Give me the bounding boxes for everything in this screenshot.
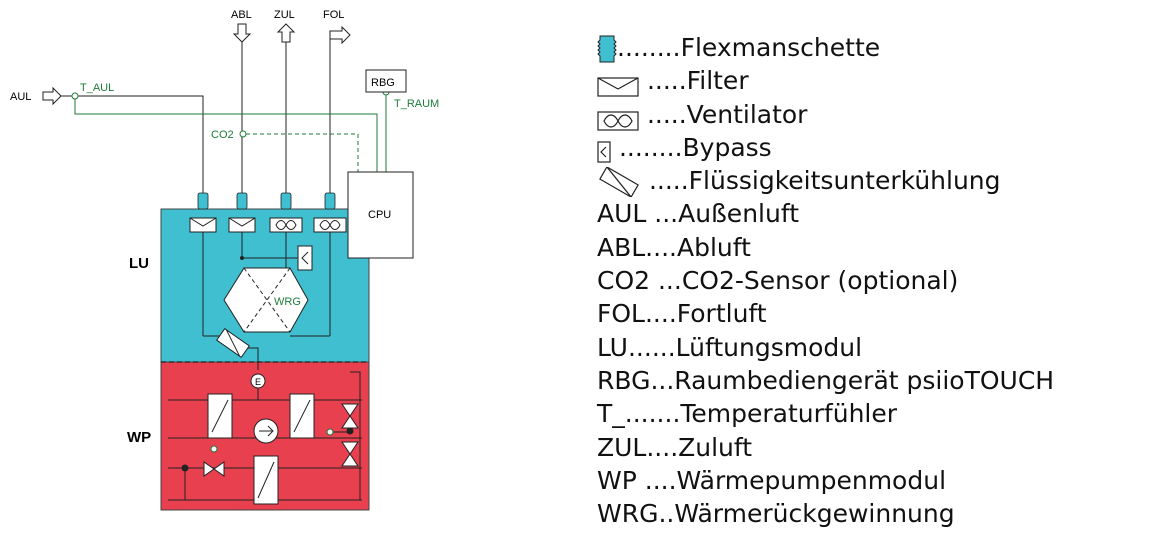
filters — [189, 217, 256, 233]
legend-item-lu: LU......Lüftungsmodul — [597, 331, 1157, 364]
fol-arrow-icon — [329, 25, 351, 45]
legend-item-wp: WP ....Wärmepumpenmodul — [597, 464, 1157, 497]
legend-item-rbg: RBG...Raumbediengerät psiioTOUCH — [597, 364, 1157, 397]
fol-label: FOL — [323, 9, 344, 21]
aul-label: AUL — [10, 91, 31, 103]
legend-text: ZUL....Zuluft — [597, 432, 753, 462]
legend-text: .....Ventilator — [639, 99, 808, 129]
legend-text: WP ....Wärmepumpenmodul — [597, 465, 947, 495]
cpu-label: CPU — [368, 209, 391, 221]
legend-item-filter: .....Filter — [597, 64, 1157, 97]
wp-label: WP — [127, 429, 151, 446]
abl-label: ABL — [231, 9, 252, 21]
lu-label: LU — [129, 255, 149, 272]
legend-item-t: T_.......Temperaturfühler — [597, 397, 1157, 430]
legend-item-co2: CO2 ...CO2-Sensor (optional) — [597, 264, 1157, 297]
legend: ........Flexmanschette .....Filter .....… — [597, 31, 1157, 530]
t-raum-label: T_RAUM — [394, 98, 439, 110]
rbg-box — [365, 69, 407, 93]
wrg-label: WRG — [274, 296, 301, 308]
legend-text: .....Filter — [639, 66, 749, 96]
fans — [269, 217, 347, 233]
bypass-icon — [597, 138, 611, 163]
legend-text: AUL ...Außenluft — [597, 199, 799, 229]
wp-components — [203, 373, 359, 505]
legend-text: ........Flexmanschette — [617, 33, 881, 62]
fan-icon — [597, 106, 639, 131]
legend-text: ........Bypass — [611, 132, 772, 162]
liquid-subcooling-icon — [597, 166, 641, 199]
legend-item-aul: AUL ...Außenluft — [597, 197, 1157, 230]
sensor-lines — [71, 88, 390, 172]
legend-text: T_.......Temperaturfühler — [597, 399, 898, 429]
legend-item-fan: .....Ventilator — [597, 98, 1157, 131]
legend-text: RBG...Raumbediengerät psiioTOUCH — [597, 365, 1055, 395]
zul-label: ZUL — [274, 9, 295, 21]
zul-arrow-icon — [276, 23, 296, 43]
flex-sleeves — [197, 192, 336, 210]
wrg-cross — [243, 267, 291, 333]
legend-item-abl: ABL....Abluft — [597, 231, 1157, 264]
legend-text: LU......Lüftungsmodul — [597, 332, 863, 362]
legend-item-bypass: ........Bypass — [597, 131, 1157, 164]
legend-item-liquid-subcooling: .....Flüssigkeitsunterkühlung — [597, 164, 1157, 199]
legend-text: .....Flüssigkeitsunterkühlung — [641, 166, 1001, 196]
ventilation-schematic: AUL T_AUL ABL ZUL FOL RBG T_RAUM CO2 CPU… — [10, 9, 439, 511]
bypass-flap — [297, 245, 313, 271]
abl-arrow-icon — [232, 23, 252, 43]
filter-icon — [597, 72, 639, 97]
legend-item-flex-sleeve: ........Flexmanschette — [597, 31, 1157, 64]
legend-item-wrg: WRG..Wärmerückgewinnung — [597, 497, 1157, 530]
legend-item-fol: FOL....Fortluft — [597, 297, 1157, 330]
legend-text: FOL....Fortluft — [597, 299, 767, 329]
legend-text: ABL....Abluft — [597, 232, 751, 262]
lu-internal-lines — [202, 232, 331, 337]
legend-item-zul: ZUL....Zuluft — [597, 431, 1157, 464]
legend-text: CO2 ...CO2-Sensor (optional) — [597, 266, 959, 296]
t-aul-label: T_AUL — [80, 82, 114, 94]
rbg-label: RBG — [371, 77, 395, 89]
liquid-subcooler — [216, 327, 250, 359]
cpu-box — [347, 171, 414, 259]
co2-label: CO2 — [211, 129, 234, 141]
e-label: E — [255, 377, 261, 387]
legend-text: WRG..Wärmerückgewinnung — [597, 499, 955, 529]
aul-arrow-icon — [42, 86, 62, 106]
flex-sleeve-icon — [597, 35, 617, 63]
